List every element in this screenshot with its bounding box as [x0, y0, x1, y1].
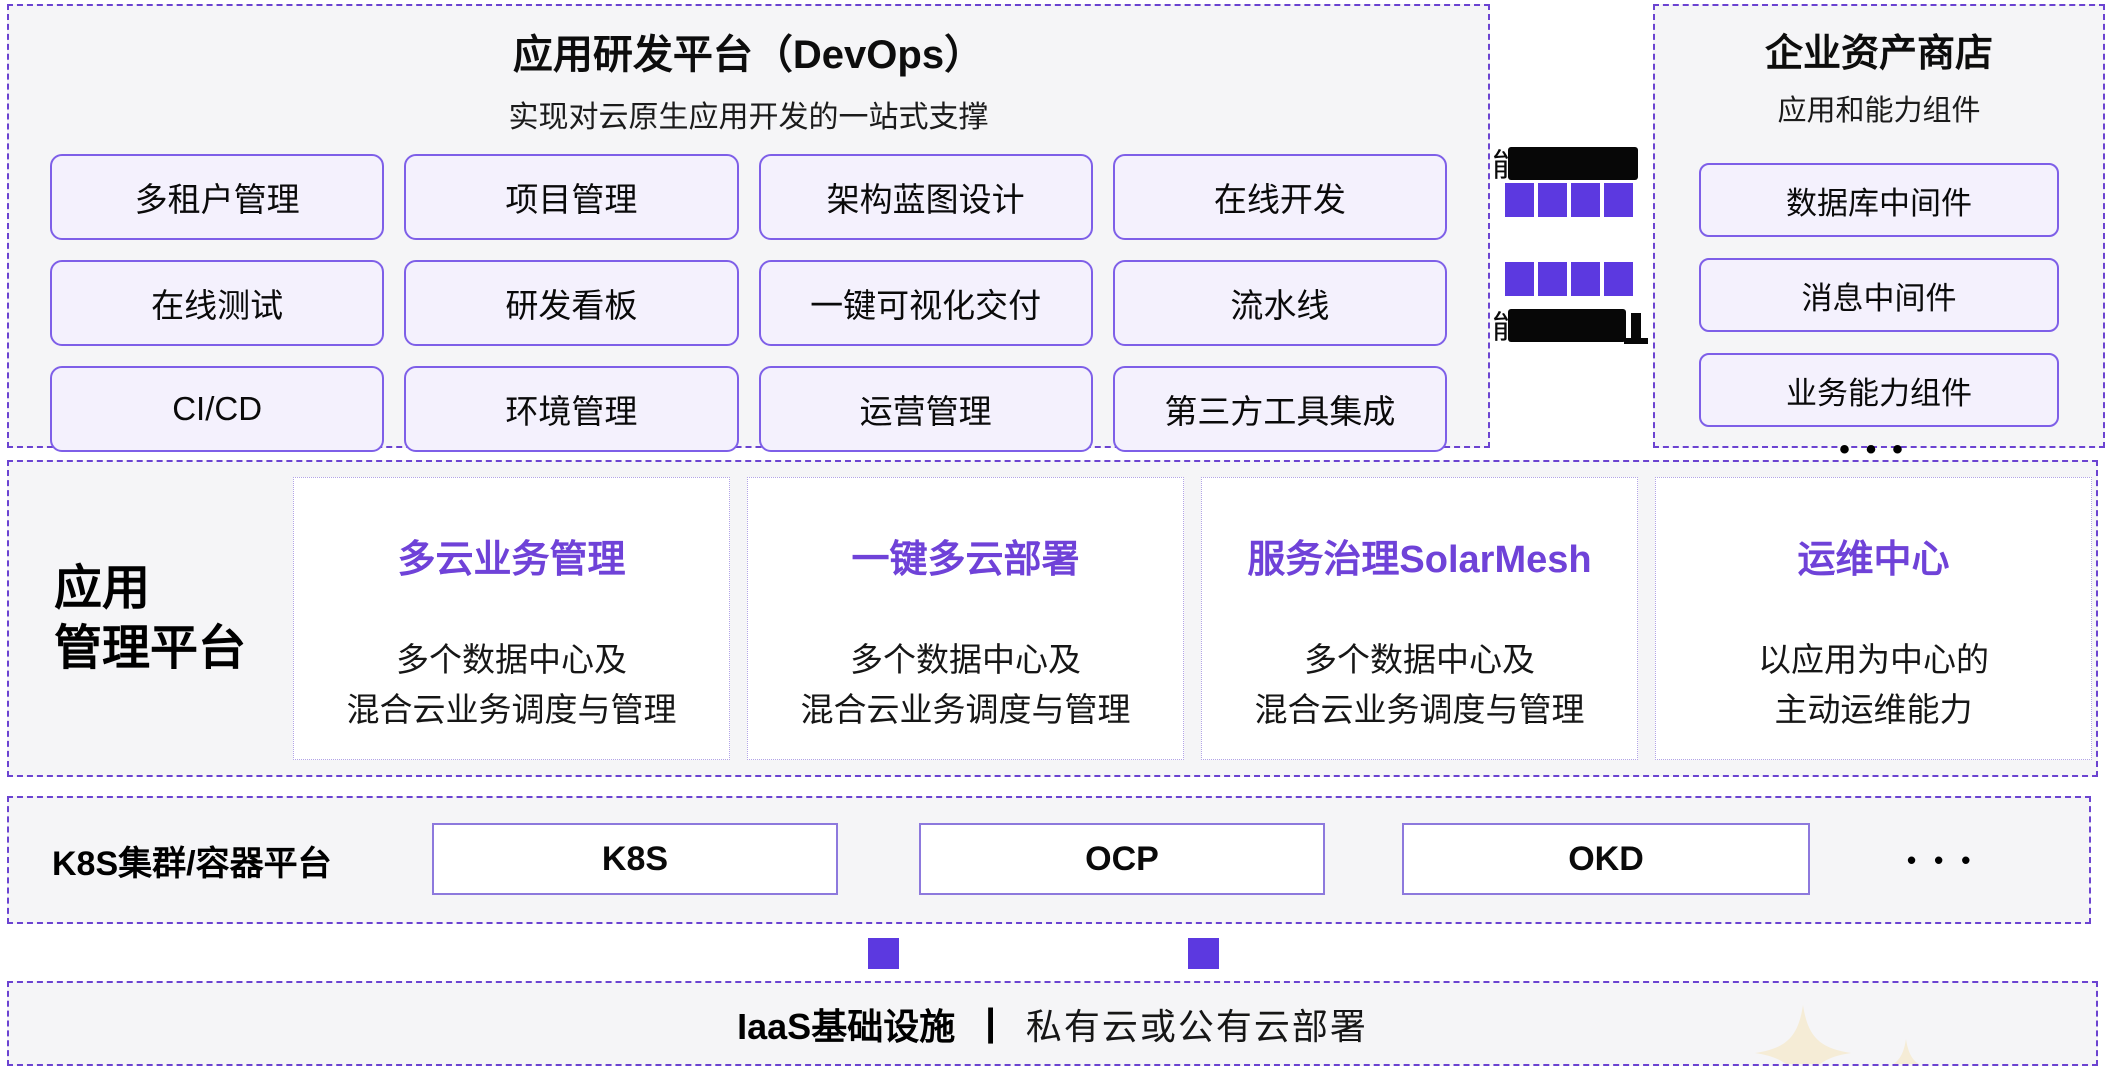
devops-capability-button: 项目管理 — [404, 154, 739, 240]
bridge-square — [1571, 183, 1600, 217]
card-desc: 以应用为中心的 主动运维能力 — [1656, 635, 2091, 735]
devops-capability-button: 环境管理 — [404, 366, 739, 452]
devops-capability-button: 多租户管理 — [50, 154, 385, 240]
redaction-bar — [1508, 308, 1627, 342]
bridge-squares-top — [1505, 183, 1633, 217]
redacted-label-bottom: 能 — [1492, 302, 1649, 348]
bridge-square — [1538, 262, 1567, 296]
bridge-square — [1505, 183, 1534, 217]
card-desc-line: 以应用为中心的 — [1758, 641, 1989, 678]
devops-capability-button: 第三方工具集成 — [1112, 366, 1447, 452]
k8s-box: K8S — [432, 823, 838, 895]
card-desc-line: 多个数据中心及 — [850, 641, 1081, 678]
devops-capability-button: 在线测试 — [50, 260, 385, 346]
devops-panel: 应用研发平台（DevOps） 实现对云原生应用开发的一站式支撑 多租户管理 项目… — [7, 4, 1490, 452]
asset-store-subtitle: 应用和能力组件 — [1777, 95, 1981, 127]
app-mgmt-label-line1: 应用 — [54, 561, 151, 615]
devops-panel-subtitle: 实现对云原生应用开发的一站式支撑 — [508, 101, 989, 134]
app-mgmt-label-line2: 管理平台 — [54, 621, 247, 675]
card-title: 运维中心 — [1797, 539, 1950, 581]
card-desc-line: 多个数据中心及 — [396, 641, 627, 678]
iaas-divider: | — [985, 1002, 996, 1044]
card-desc: 多个数据中心及 混合云业务调度与管理 — [1202, 635, 1637, 735]
card-title: 多云业务管理 — [397, 539, 626, 581]
devops-capability-button: CI/CD — [50, 366, 385, 452]
iaas-label-regular: 私有云或公有云部署 — [1025, 1005, 1368, 1047]
k8s-panel-label: K8S集群/容器平台 — [52, 844, 332, 883]
devops-panel-title: 应用研发平台（DevOps） — [512, 33, 985, 77]
app-mgmt-card: 多云业务管理 多个数据中心及 混合云业务调度与管理 — [293, 477, 730, 760]
k8s-panel: K8S集群/容器平台 K8S OCP OKD ••• — [7, 796, 2091, 924]
bridge-square — [1571, 262, 1600, 296]
devops-capability-button: 在线开发 — [1112, 154, 1447, 240]
asset-component-button: 业务能力组件 — [1699, 353, 2059, 427]
asset-store-list: 数据库中间件 消息中间件 业务能力组件 — [1699, 163, 2059, 427]
card-title: 一键多云部署 — [851, 539, 1080, 581]
devops-capability-grid: 多租户管理 项目管理 架构蓝图设计 在线开发 在线测试 研发看板 一键可视化交付… — [9, 154, 1488, 452]
redaction-glyph-fragment — [1624, 313, 1649, 344]
app-mgmt-label: 应用 管理平台 — [54, 559, 246, 679]
devops-capability-button: 研发看板 — [404, 260, 739, 346]
connector-square-left — [868, 938, 899, 969]
iaas-panel: IaaS基础设施 | 私有云或公有云部署 — [7, 981, 2098, 1066]
bridge-squares-bottom — [1505, 262, 1633, 296]
bridge-square — [1505, 262, 1534, 296]
bridge-square — [1538, 183, 1567, 217]
sparkle-icon-small — [1893, 1039, 1919, 1064]
redacted-label-top: 能 — [1492, 140, 1639, 186]
iaas-label-group: IaaS基础设施 | 私有云或公有云部署 — [9, 983, 2096, 1064]
card-desc-line: 主动运维能力 — [1774, 691, 1973, 728]
redaction-bar — [1508, 146, 1639, 180]
card-desc-line: 混合云业务调度与管理 — [346, 691, 677, 728]
card-desc-line: 混合云业务调度与管理 — [800, 691, 1131, 728]
k8s-more-dots: ••• — [1907, 844, 1989, 875]
devops-capability-button: 流水线 — [1112, 260, 1447, 346]
card-desc: 多个数据中心及 混合云业务调度与管理 — [294, 635, 729, 735]
card-desc-line: 多个数据中心及 — [1304, 641, 1535, 678]
app-mgmt-cards: 多云业务管理 多个数据中心及 混合云业务调度与管理 一键多云部署 多个数据中心及… — [293, 477, 2092, 760]
card-title: 服务治理SolarMesh — [1247, 539, 1592, 581]
asset-store-title: 企业资产商店 — [1764, 33, 1993, 75]
k8s-box: OCP — [919, 823, 1325, 895]
asset-component-button: 数据库中间件 — [1699, 163, 2059, 237]
app-mgmt-card: 一键多云部署 多个数据中心及 混合云业务调度与管理 — [747, 477, 1184, 760]
devops-capability-button: 一键可视化交付 — [758, 260, 1093, 346]
sparkle-icon-large — [1755, 1005, 1851, 1064]
asset-component-button: 消息中间件 — [1699, 258, 2059, 332]
app-mgmt-panel: 应用 管理平台 多云业务管理 多个数据中心及 混合云业务调度与管理 一键多云部署… — [7, 460, 2098, 777]
devops-capability-button: 运营管理 — [758, 366, 1093, 452]
bridge-square — [1604, 262, 1633, 296]
k8s-box: OKD — [1402, 823, 1810, 895]
app-mgmt-card: 服务治理SolarMesh 多个数据中心及 混合云业务调度与管理 — [1201, 477, 1638, 760]
bridge-square — [1604, 183, 1633, 217]
connector-square-right — [1188, 938, 1219, 969]
card-desc: 多个数据中心及 混合云业务调度与管理 — [748, 635, 1183, 735]
devops-capability-button: 架构蓝图设计 — [758, 154, 1093, 240]
card-desc-line: 混合云业务调度与管理 — [1254, 691, 1585, 728]
iaas-label-bold: IaaS基础设施 — [737, 1005, 956, 1047]
app-mgmt-card: 运维中心 以应用为中心的 主动运维能力 — [1655, 477, 2092, 760]
asset-store-panel: 企业资产商店 应用和能力组件 数据库中间件 消息中间件 业务能力组件 ••• — [1653, 4, 2105, 466]
